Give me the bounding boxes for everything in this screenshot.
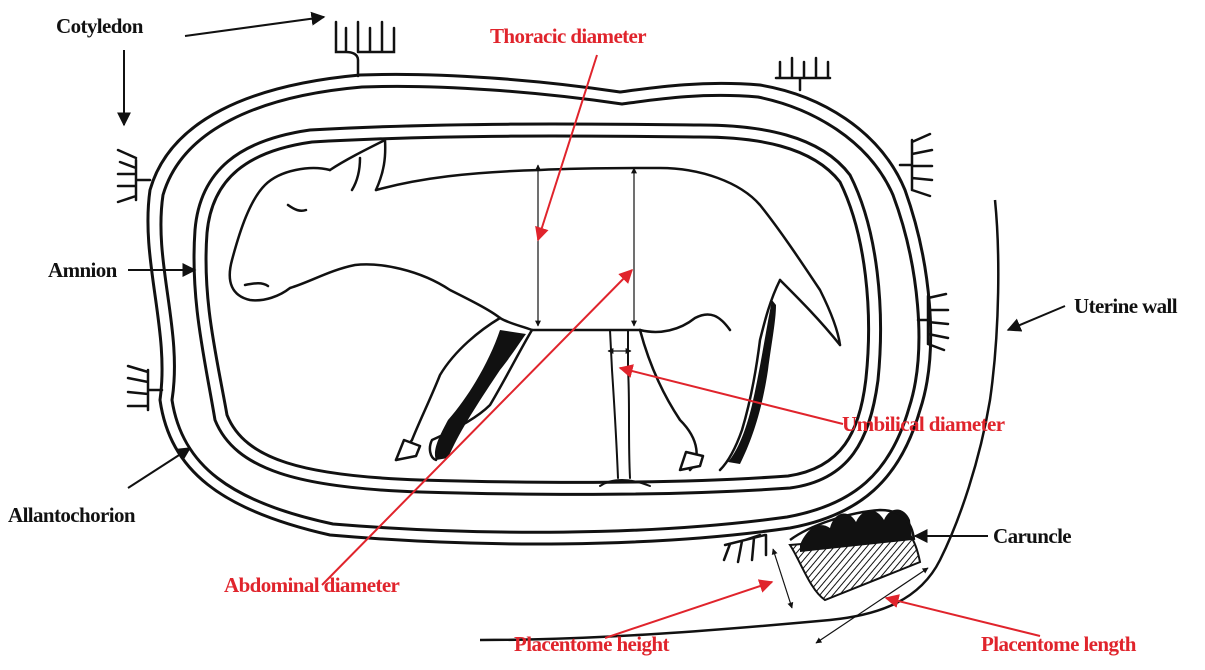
label-allantochorion: Allantochorion [8,505,135,526]
label-caruncle: Caruncle [993,526,1071,547]
label-thoracic-diameter: Thoracic diameter [490,26,646,47]
label-amnion: Amnion [48,260,117,281]
label-umbilical-diameter: Umbilical diameter [842,414,1004,435]
black-pointer-arrows [124,17,1065,536]
label-uterine-wall: Uterine wall [1074,296,1177,317]
label-cotyledon: Cotyledon [56,16,143,37]
label-abdominal-diameter: Abdominal diameter [224,575,399,596]
label-placentome-height: Placentome height [514,634,669,655]
amnion-membrane [194,124,881,494]
label-placentome-length: Placentome length [981,634,1136,655]
